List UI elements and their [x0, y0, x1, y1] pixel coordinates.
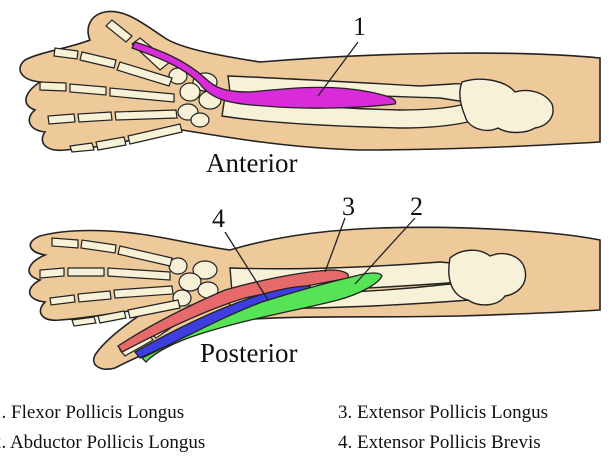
- posterior-caption: Posterior: [200, 338, 298, 369]
- callout-number-4: 4: [212, 204, 225, 234]
- callout-number-3: 3: [342, 192, 355, 222]
- anterior-caption: Anterior: [206, 148, 297, 179]
- anterior-view: [20, 11, 600, 152]
- callout-number-1: 1: [353, 12, 366, 42]
- legend-item: 3. Extensor Pollicis Longus: [338, 402, 548, 424]
- legend-item: 1. Flexor Pollicis Longus: [0, 402, 184, 424]
- callout-number-2: 2: [410, 192, 423, 222]
- posterior-view: [29, 227, 600, 369]
- legend-item: 2. Abductor Pollicis Longus: [0, 432, 205, 454]
- legend-item: 4. Extensor Pollicis Brevis: [338, 432, 541, 454]
